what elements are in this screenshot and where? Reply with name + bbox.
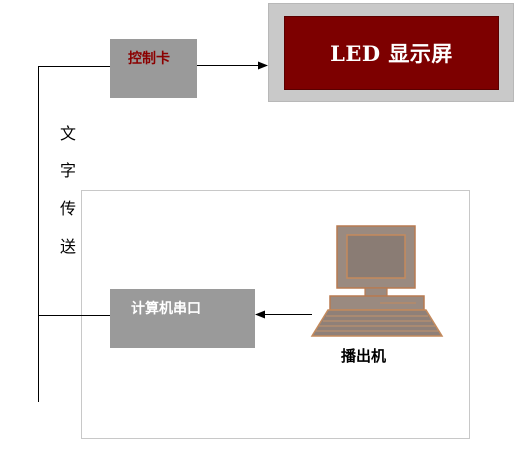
- control-card-label: 控制卡: [128, 51, 170, 67]
- text-transfer-char-1: 文: [59, 124, 76, 143]
- serial-port-label: 计算机串口: [131, 301, 201, 317]
- text-transfer-char-3: 传: [59, 199, 76, 218]
- text-transfer-char-4: 送: [59, 237, 76, 256]
- led-display-label: LED 显示屏: [330, 41, 453, 66]
- computer-icon: [310, 225, 444, 337]
- serial-port-box: [110, 289, 255, 348]
- control-card-box: [110, 39, 197, 98]
- text-transfer-char-2: 字: [59, 161, 76, 180]
- led-display: LED 显示屏: [284, 16, 499, 90]
- player-label: 播出机: [341, 347, 387, 365]
